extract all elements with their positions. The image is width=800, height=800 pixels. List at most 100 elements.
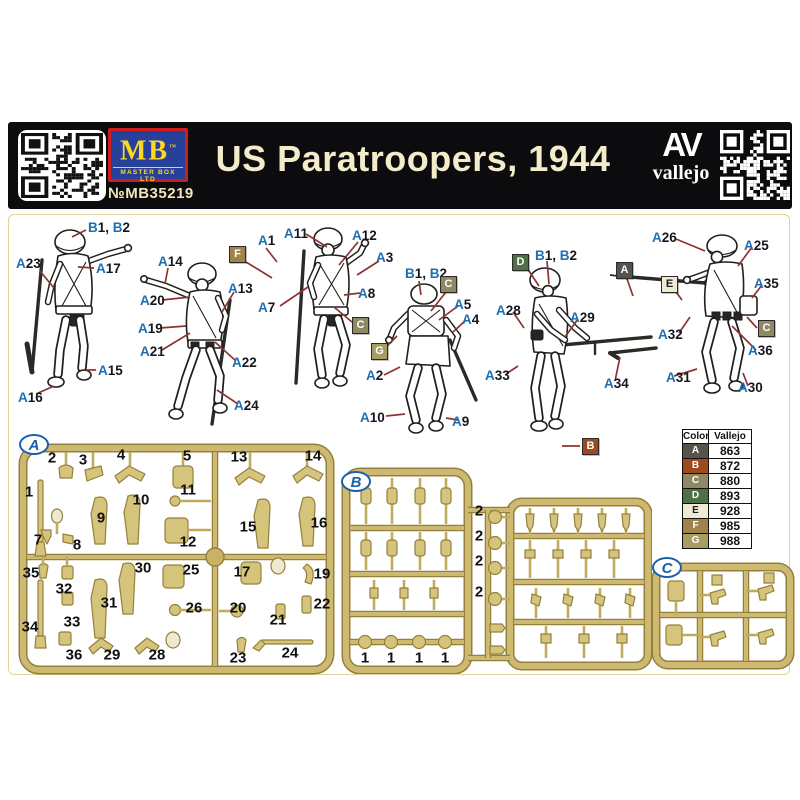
part-callout-A21: A21 [140,344,165,359]
sprue-b-part-number: 1 [386,649,396,667]
sprue-a-label: A [19,434,49,455]
part-callout-A17: A17 [96,261,121,276]
sprue-a-part-number: 11 [180,481,196,499]
sprue-a-part-number: 23 [229,649,247,667]
page-title: US Paratroopers, 1944 [215,138,611,179]
part-callout-A29: A29 [570,310,595,325]
paint-swatch-A: A [683,444,709,458]
sprue-a-part-number: 2 [47,449,57,467]
paint-square-E: E [661,276,678,293]
sprue-b-part-number: 2 [474,552,484,570]
sprue-a-part-number: 17 [233,563,251,581]
header-bar: MB™ MASTER BOX LTD №MB35219 US Paratroop… [8,122,792,209]
qr-code-right [720,130,790,200]
sprue-a-part-number: 36 [65,646,83,664]
sprue-a-part-number: 31 [100,594,118,612]
part-callout-A34: A34 [604,376,629,391]
sprue-a-part-number: 15 [239,518,257,536]
paint-square-F: F [229,246,246,263]
sprue-a-part-number: 26 [185,599,203,617]
paint-square-D: D [512,254,529,271]
sprue-b-part-number: 2 [474,502,484,520]
sprue-a-art [18,443,335,675]
sprue-a-part-number: 21 [269,611,287,629]
part-callout-A26: A26 [652,230,677,245]
paint-table-row-E: E 928 [683,503,751,518]
paint-table-row-C: C 880 [683,473,751,488]
masterbox-logo-letters: MB™ [119,135,177,167]
part-callout-B1-B2: B1, B2 [405,266,448,281]
paint-code-G: 988 [719,534,741,548]
part-callout-A19: A19 [138,321,163,336]
sprue-b-part-number: 1 [360,649,370,667]
sprue-b-small-parts [357,478,453,650]
part-callout-A24: A24 [234,398,259,413]
sprue-a-part-number: 10 [132,491,150,509]
part-callout-A8: A8 [358,286,376,301]
figure-1-art [24,229,133,388]
part-callout-A5: A5 [454,297,472,312]
paint-code-D: 893 [719,489,741,503]
sprue-a-part-number: 20 [229,599,247,617]
sprue-b-part-number: 1 [414,649,424,667]
paint-square-C: C [352,317,369,334]
part-callout-A20: A20 [140,293,165,308]
part-callout-A3: A3 [376,250,394,265]
qr-code-left [18,130,106,201]
sprue-a-part-number: 13 [230,448,248,466]
sprue-b-part-number: 2 [474,527,484,545]
sprue-a-part-number: 22 [313,595,331,613]
vallejo-logo: AV vallejo [644,126,718,184]
sprue-a-part-number: 4 [116,446,126,464]
part-callout-A4: A4 [462,312,480,327]
sprue-a-part-number: 5 [182,447,192,465]
paint-square-A: A [616,262,633,279]
sprue-a-part-number: 25 [182,561,200,579]
part-callout-A35: A35 [754,276,779,291]
vallejo-logo-mark: AV [662,126,702,163]
sprue-a-part-number: 3 [78,451,88,469]
figure-4-art [385,283,478,434]
sprue-c-label: C [652,557,682,578]
sprue-a-part-number: 35 [22,564,40,582]
paint-swatch-C: C [683,474,709,488]
masterbox-logo: MB™ MASTER BOX LTD [108,128,188,183]
sprue-a-part-number: 8 [72,536,82,554]
part-callout-A33: A33 [485,368,510,383]
sprue-a-part-number: 16 [310,514,328,532]
part-callout-A2: A2 [366,368,384,383]
part-callout-A36: A36 [748,343,773,358]
kit-number: №MB35219 [108,185,194,202]
figure-6-art [610,234,758,394]
paint-swatch-E: E [683,504,709,518]
paint-swatch-B: B [683,459,709,473]
paint-swatch-D: D [683,489,709,503]
part-callout-A30: A30 [738,380,763,395]
sprue-a-part-number: 24 [281,644,299,662]
part-callout-A31: A31 [666,370,691,385]
sprue-a-part-number: 1 [24,483,34,501]
part-callout-A23: A23 [16,256,41,271]
sprue-a-part-number: 34 [21,618,39,636]
part-callout-A1: A1 [258,233,276,248]
sprue-b-right-parts [524,508,636,658]
paint-code-C: 880 [719,474,741,488]
paint-square-C: C [758,320,775,337]
sprue-a-part-number: 29 [103,646,121,664]
paint-swatch-G: G [683,534,709,548]
paint-table-header-vallejo: Vallejo [709,430,751,443]
part-callout-A14: A14 [158,254,183,269]
paint-code-E: 928 [719,504,741,518]
vallejo-logo-word: vallejo [652,162,710,184]
trademark-symbol: ™ [169,143,177,151]
sprue-a-part-number: 7 [33,531,43,549]
part-callout-A25: A25 [744,238,769,253]
paint-table-header-color: Color [683,430,710,443]
content-frame [8,214,790,675]
